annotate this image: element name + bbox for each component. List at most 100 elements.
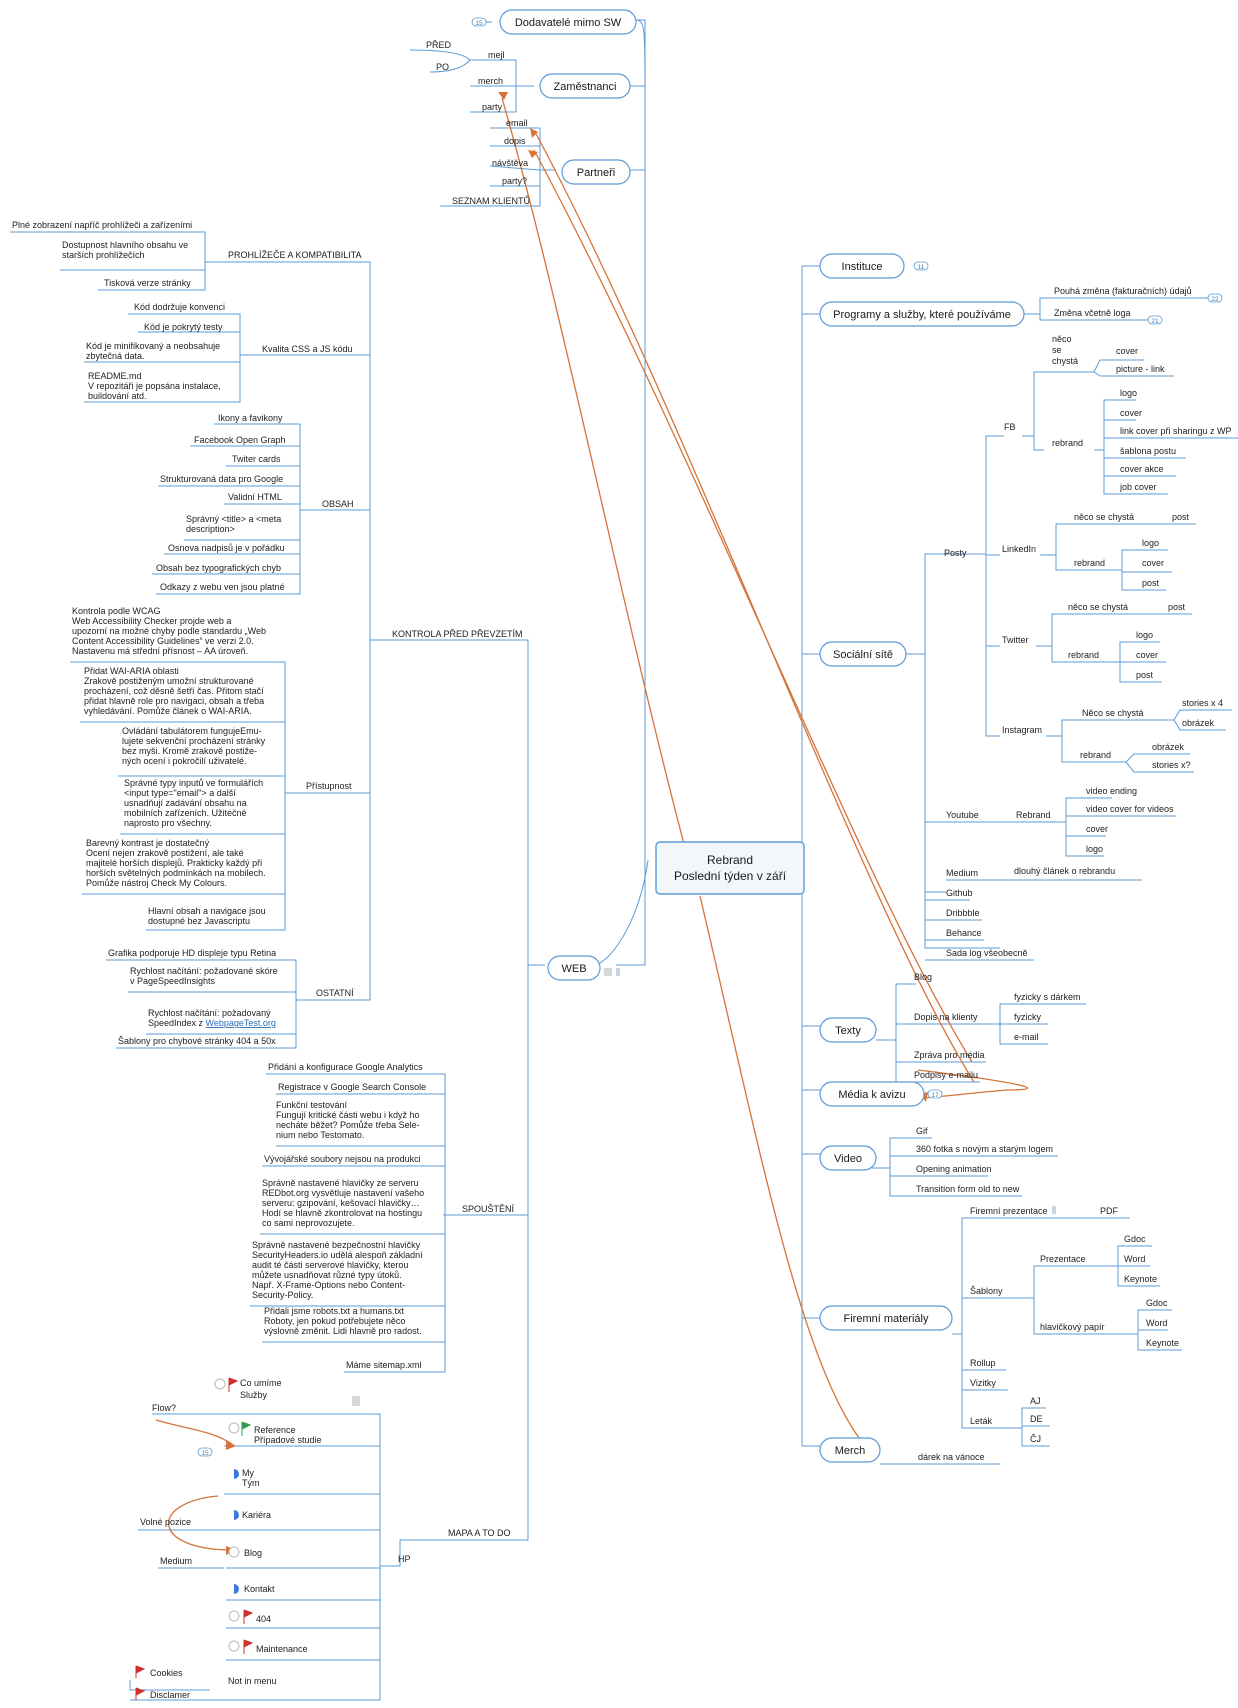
node-merch[interactable]: Merch dárek na vánoce	[819, 1437, 985, 1463]
node-firemni[interactable]: Firemní materiály Firemní prezentace PDF…	[819, 1206, 1179, 1444]
leaf: Web Accessibility Checker projde web a	[72, 616, 231, 626]
branch-kvalita[interactable]: Kvalita CSS a JS kódu Kód dodržuje konve…	[86, 302, 353, 401]
leaf: Plné zobrazení napříč prohlížeči a zaříz…	[12, 220, 192, 230]
svg-text:21: 21	[1151, 318, 1159, 325]
leaf: Hodí se hlavně zkontrolovat na hostingu	[262, 1208, 422, 1218]
node-partneri[interactable]: Partneři email dopis návštěva party? SEZ…	[452, 118, 631, 206]
leaf: Firemní prezentace	[970, 1206, 1048, 1216]
progress-icon	[214, 1378, 226, 1390]
leaf: stories x 4	[1182, 698, 1223, 708]
branch-lines	[10, 19, 1238, 1701]
node-video[interactable]: Video Gif 360 fotka s novým a starým log…	[819, 1126, 1053, 1194]
node-web[interactable]: WEB	[547, 955, 620, 981]
leaf: video ending	[1086, 786, 1137, 796]
leaf: Vizitky	[970, 1378, 996, 1388]
leaf: Gif	[916, 1126, 928, 1136]
svg-text:Firemní materiály: Firemní materiály	[844, 1313, 929, 1325]
svg-text:17: 17	[931, 1092, 939, 1099]
svg-text:Texty: Texty	[835, 1025, 861, 1037]
relation-arrows	[155, 92, 1028, 1555]
list-item: Kontakt	[244, 1584, 275, 1594]
leaf: Security-Policy.	[252, 1290, 313, 1300]
branch-kontrola[interactable]: KONTROLA PŘED PŘEVZETÍM	[392, 629, 523, 639]
leaf: Blog	[914, 972, 932, 982]
leaf: <input type="email"> a další	[124, 788, 236, 798]
leaf: Content Accessibility Guidelines“ ve ver…	[72, 636, 254, 646]
progress-icon	[228, 1610, 240, 1622]
node-media[interactable]: Média k avizu 17	[819, 1081, 943, 1107]
leaf: Kód je pokrytý testy	[144, 322, 223, 332]
leaf: stories x?	[1152, 760, 1191, 770]
node-socialni-site[interactable]: Sociální sítě	[819, 641, 907, 667]
fb-branch[interactable]: FB něco se chystá cover picture - link r…	[1004, 334, 1232, 492]
leaf: Správně nastavené hlavičky ze serveru	[262, 1178, 419, 1188]
leaf: post	[1172, 512, 1190, 522]
leaf: post	[1168, 602, 1186, 612]
leaf[interactable]: Dribbble	[946, 908, 980, 918]
leaf: Přidali jsme robots.txt a humans.txt	[264, 1306, 405, 1316]
leaf: logo	[1086, 844, 1103, 854]
leaf: SecurityHeaders.io udělá alespoň základn…	[252, 1250, 423, 1260]
posty-node[interactable]: Posty	[944, 548, 967, 558]
branch-ostatni[interactable]: OSTATNÍ Grafika podporuje HD displeje ty…	[108, 948, 354, 1046]
leaf: post	[1136, 670, 1154, 680]
branch-pristupnost[interactable]: Přístupnost Kontrola podle WCAG Web Acce…	[72, 606, 352, 926]
leaf: cover	[1086, 824, 1108, 834]
youtube-branch[interactable]: Youtube Rebrand video ending video cover…	[946, 786, 1174, 854]
instagram-branch[interactable]: Instagram Něco se chystá stories x 4 obr…	[1002, 698, 1223, 770]
leaf: Podpisy e-mailu	[914, 1070, 978, 1080]
medium-branch[interactable]: Medium dlouhý článek o rebrandu	[946, 866, 1115, 878]
leaf: Tisková verze stránky	[104, 278, 191, 288]
node-zamestnanci[interactable]: Zaměstnanci mejl PŘED PO merch party	[426, 40, 631, 112]
list-item: Disclamer	[150, 1690, 190, 1700]
leaf: Rychlost načítání: požadovaný	[148, 1008, 271, 1018]
webpagetest-link[interactable]: WebpageTest.org	[206, 1018, 276, 1028]
leaf: Šablony	[970, 1286, 1003, 1296]
leaf[interactable]: Sada log všeobecně	[946, 948, 1028, 958]
branch-spousteni[interactable]: SPOUŠTĚNÍ Přidání a konfigurace Google A…	[252, 1062, 515, 1370]
branch-prohlizece[interactable]: PROHLÍŽEČE A KOMPATIBILITA Plné zobrazen…	[12, 220, 362, 288]
leaf: V repozitáři je popsána instalace,	[88, 381, 221, 391]
central-subtitle: Poslední týden v září	[674, 869, 787, 883]
node-instituce[interactable]: Instituce 11	[819, 253, 929, 279]
leaf: necháte běžet? Pomůže třeba Sele-	[276, 1120, 420, 1130]
leaf: Ocení nejen zrakově postižení, ale také	[86, 848, 244, 858]
node-dodavatele[interactable]: Dodavatelé mimo SW 15	[471, 9, 637, 35]
leaf: AJ	[1030, 1396, 1041, 1406]
node-programy[interactable]: Programy a služby, které používáme Pouhá…	[819, 286, 1223, 327]
svg-text:FB: FB	[1004, 422, 1016, 432]
leaf: Twiter cards	[232, 454, 281, 464]
node-texty[interactable]: Texty Blog Dopis na klienty fyzicky s dá…	[819, 972, 1081, 1080]
leaf: Kontrola podle WCAG	[72, 606, 161, 616]
list-item: Služby	[240, 1390, 268, 1400]
leaf: party	[482, 102, 503, 112]
leaf: Word	[1124, 1254, 1145, 1264]
svg-text:Zaměstnanci: Zaměstnanci	[554, 81, 617, 93]
leaf: Facebook Open Graph	[194, 435, 286, 445]
leaf: dostupné bez Javascriptu	[148, 916, 250, 926]
central-node[interactable]: Rebrand Poslední týden v září	[655, 841, 805, 895]
hp-node: HP	[398, 1554, 411, 1564]
svg-text:Video: Video	[834, 1153, 862, 1165]
leaf: Roboty, jen pokud potřebujete něco	[264, 1316, 405, 1326]
branch-mapa[interactable]: MAPA A TO DO HP 15 Co umíme Služby Flow?…	[135, 1377, 511, 1700]
list-item: Kariéra	[242, 1510, 271, 1520]
leaf[interactable]: Behance	[946, 928, 982, 938]
leaf: cover	[1136, 650, 1158, 660]
linkedin-branch[interactable]: LinkedIn něco se chystá post rebrand log…	[1002, 512, 1190, 588]
twitter-branch[interactable]: Twitter něco se chystá post rebrand logo…	[1002, 602, 1186, 680]
leaf: dárek na vánoce	[918, 1452, 985, 1462]
svg-text:Sociální sítě: Sociální sítě	[833, 649, 893, 661]
progress-icon	[228, 1422, 240, 1434]
leaf: Odkazy z webu ven jsou platné	[160, 582, 285, 592]
leaf: Ikony a favikony	[218, 413, 283, 423]
leaf: procházení, což děsně šetří čas. Přitom …	[84, 686, 264, 696]
leaf: Gdoc	[1146, 1298, 1168, 1308]
list-item: Flow?	[152, 1403, 176, 1413]
branch-obsah[interactable]: OBSAH Ikony a favikony Facebook Open Gra…	[156, 413, 354, 592]
leaf: Hlavní obsah a navigace jsou	[148, 906, 266, 916]
leaf: Přidat WAI-ARIA oblasti	[84, 666, 179, 676]
flag-red-icon	[135, 1665, 146, 1678]
leaf[interactable]: Github	[946, 888, 973, 898]
